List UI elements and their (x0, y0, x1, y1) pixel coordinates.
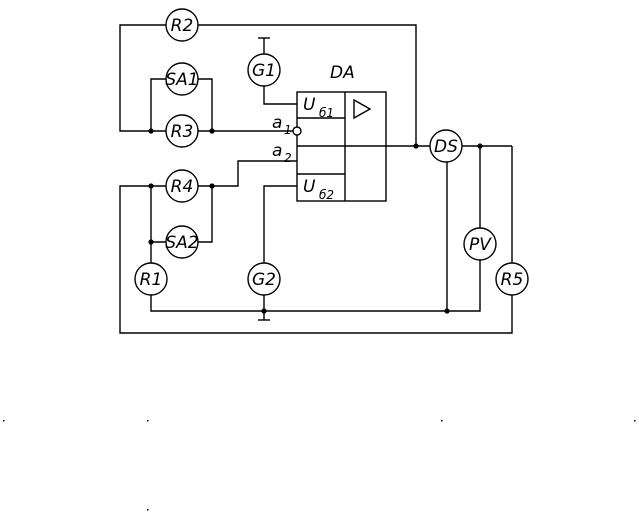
component-g1: G1 (247, 53, 281, 87)
r5-label: R5 (501, 270, 524, 290)
amplifier-label: DA (330, 63, 355, 83)
sa1-label: SA1 (165, 70, 198, 90)
g2-label: G2 (252, 270, 276, 290)
component-g2: G2 (247, 262, 281, 296)
input-a2-subscript: 2 (284, 151, 292, 165)
ds-label: DS (434, 137, 458, 157)
g1-label: G1 (252, 61, 276, 81)
component-sa1: SA1 (165, 62, 199, 96)
inverting-input-circle (292, 126, 302, 136)
r1-label: R1 (140, 270, 163, 290)
supply2-label: U (303, 177, 316, 197)
r3-label: R3 (171, 122, 194, 142)
input-a2-label: a (272, 141, 282, 161)
sa2-label: SA2 (165, 233, 198, 253)
supply2-subscript: б2 (319, 188, 334, 202)
component-r4: R4 (165, 169, 199, 203)
r4-label: R4 (171, 177, 194, 197)
component-sa2: SA2 (165, 225, 199, 259)
input-a1-subscript: 1 (284, 123, 292, 137)
component-pv: PV (463, 227, 497, 261)
r2-label: R2 (171, 16, 194, 36)
amplifier-da: DA U б1 U б2 a 1 a 2 (272, 63, 387, 202)
component-r3: R3 (165, 114, 199, 148)
component-r2: R2 (165, 8, 199, 42)
component-r1: R1 (134, 262, 168, 296)
component-r5: R5 (495, 262, 529, 296)
stray-marks (3, 420, 636, 511)
input-a1-label: a (272, 113, 282, 133)
supply1-subscript: б1 (319, 106, 334, 120)
amplifier-triangle-icon (353, 98, 372, 120)
pv-label: PV (469, 235, 492, 255)
supply1-label: U (303, 95, 316, 115)
junction-nodes (148, 128, 483, 314)
component-ds: DS (429, 129, 463, 163)
